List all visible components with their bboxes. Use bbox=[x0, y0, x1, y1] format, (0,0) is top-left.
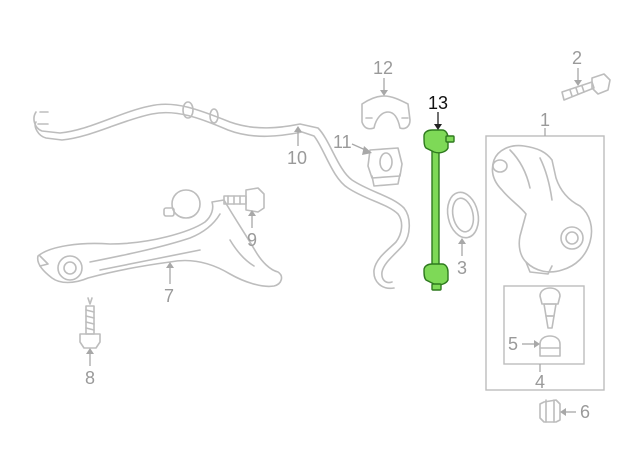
nut-6[interactable] bbox=[539, 399, 561, 423]
callout-4[interactable]: 4 bbox=[535, 372, 545, 392]
bolt-8[interactable] bbox=[79, 297, 101, 349]
steering-knuckle[interactable] bbox=[491, 144, 593, 275]
ball-joint-boot[interactable] bbox=[539, 335, 561, 357]
callout-labels: 13 12 11 10 9 7 8 2 1 3 5 4 6 bbox=[85, 48, 590, 422]
callout-5[interactable]: 5 bbox=[508, 334, 518, 354]
ball-joint[interactable] bbox=[539, 287, 561, 329]
callout-13[interactable]: 13 bbox=[428, 93, 448, 113]
ball-joint-box bbox=[503, 285, 585, 365]
bolt-9[interactable] bbox=[223, 187, 265, 213]
leader-lines bbox=[86, 68, 582, 416]
callout-11[interactable]: 11 bbox=[333, 132, 352, 152]
callout-7[interactable]: 7 bbox=[164, 286, 174, 306]
callout-1[interactable]: 1 bbox=[540, 110, 550, 130]
seal-ring[interactable] bbox=[444, 189, 483, 240]
bolt-2[interactable] bbox=[561, 73, 611, 101]
callout-9[interactable]: 9 bbox=[247, 230, 257, 250]
stabilizer-bar[interactable] bbox=[33, 101, 411, 290]
stabilizer-bushing[interactable] bbox=[367, 147, 403, 187]
callout-8[interactable]: 8 bbox=[85, 368, 95, 388]
callout-12[interactable]: 12 bbox=[373, 58, 393, 78]
lower-control-arm[interactable] bbox=[36, 189, 283, 288]
callout-6[interactable]: 6 bbox=[580, 402, 590, 422]
stabilizer-link[interactable] bbox=[423, 129, 455, 291]
callout-10[interactable]: 10 bbox=[287, 148, 307, 168]
bushing-holder[interactable] bbox=[361, 95, 411, 130]
callout-3[interactable]: 3 bbox=[457, 258, 467, 278]
callout-2[interactable]: 2 bbox=[572, 48, 582, 68]
